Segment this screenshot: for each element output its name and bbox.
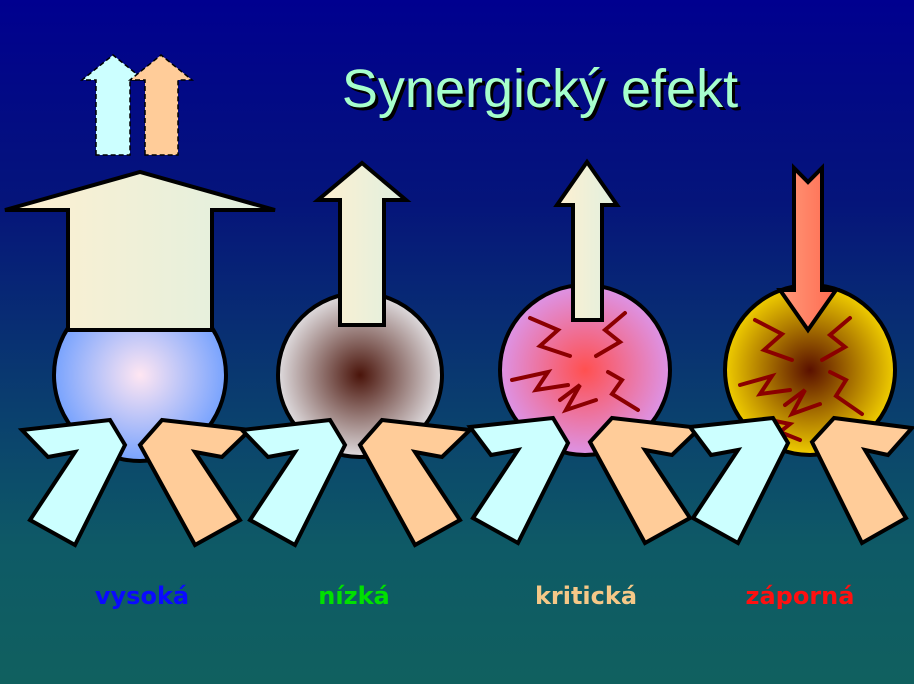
label-low: nízká — [318, 582, 390, 610]
overflow-arrow-peach — [127, 54, 195, 156]
input-arrow-peach — [809, 415, 914, 546]
label-high: vysoká — [94, 582, 190, 610]
case-negative — [686, 163, 914, 546]
label-critical: kritická — [534, 582, 638, 610]
input-arrow-cyan — [686, 415, 791, 546]
slide-title: Synergický efekt — [341, 59, 739, 119]
zigzag-arrows — [510, 311, 640, 414]
input-arrow-cyan — [17, 417, 128, 548]
overflow-arrows — [79, 54, 195, 156]
zigzag-arrows — [738, 316, 864, 442]
big-output-arrow — [4, 169, 276, 332]
output-arrow — [553, 158, 621, 322]
overflow-arrow-cyan — [79, 54, 147, 156]
case-low — [237, 160, 475, 548]
case-critical — [466, 158, 705, 546]
case-high — [4, 169, 276, 548]
negative-input-arrow — [776, 163, 840, 334]
input-arrow-cyan — [237, 417, 348, 548]
input-arrow-peach — [587, 415, 705, 546]
label-negative: záporná — [745, 582, 855, 610]
input-arrow-peach — [357, 417, 475, 548]
input-arrow-cyan — [466, 415, 571, 546]
input-arrow-peach — [137, 417, 255, 548]
output-arrow — [312, 160, 412, 327]
